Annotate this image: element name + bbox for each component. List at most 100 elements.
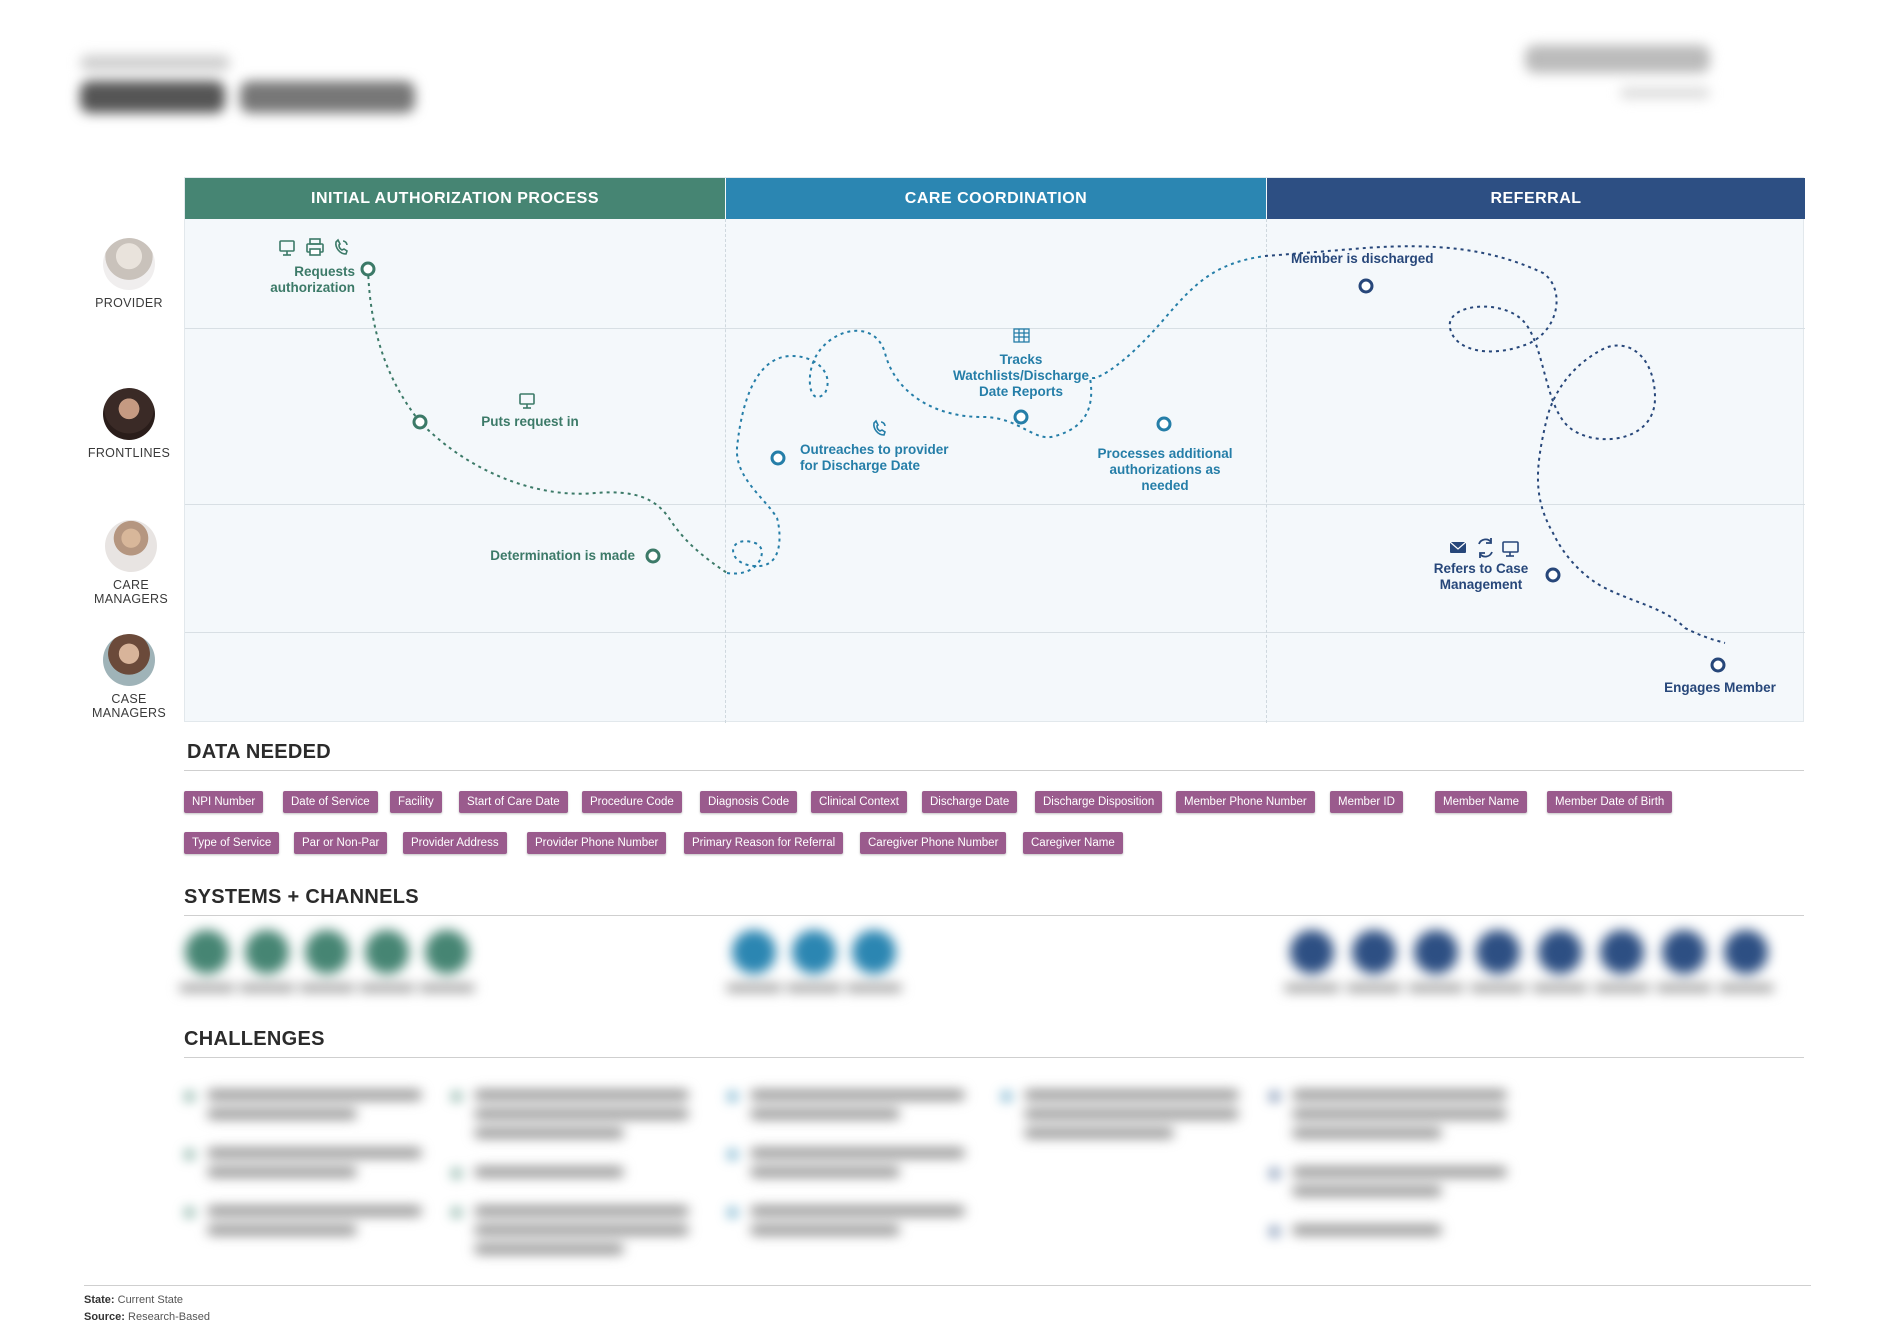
challenge-text-line [474, 1128, 624, 1138]
system-icon [185, 930, 229, 974]
persona-provider: PROVIDER [74, 238, 184, 310]
spreadsheet-icon [1013, 328, 1030, 343]
data-tag: Type of Service [184, 832, 280, 854]
data-needed-title: DATA NEEDED [187, 741, 332, 763]
system-label [419, 984, 475, 992]
persona-label: MANAGERS [92, 706, 166, 720]
case-managers-avatar [103, 634, 155, 686]
system-label [1284, 984, 1340, 992]
system-icon [305, 930, 349, 974]
challenge-text-line [207, 1206, 422, 1216]
data-tag: NPI Number [184, 791, 264, 813]
section-divider [184, 1057, 1804, 1058]
footer-divider [84, 1285, 1811, 1286]
challenge-bullet [1270, 1169, 1279, 1178]
challenge-text-line [1292, 1109, 1507, 1119]
lane-divider [185, 328, 1805, 329]
phase-header-initial-authorization: INITIAL AUTHORIZATION PROCESS [185, 178, 725, 219]
monitor-icon [279, 240, 295, 256]
frontlines-avatar [103, 388, 155, 440]
persona-label: PROVIDER [95, 296, 163, 310]
journey-path-teal [726, 255, 1266, 575]
challenge-text-line [1292, 1128, 1442, 1138]
phase-divider [1266, 219, 1267, 723]
challenge-bullet [452, 1092, 461, 1101]
data-tag: Member Phone Number [1176, 791, 1315, 813]
lane-divider [185, 504, 1805, 505]
phone-icon [335, 238, 348, 255]
step-label-member-discharged: Member is discharged [1291, 251, 1434, 266]
system-label [299, 984, 355, 992]
challenge-bullet [1002, 1092, 1011, 1101]
challenge-text-line [1024, 1090, 1239, 1100]
system-icon [1724, 930, 1768, 974]
phase-header-care-coordination: CARE COORDINATION [726, 178, 1266, 219]
data-tag: Date of Service [283, 791, 378, 813]
challenge-text-line [750, 1148, 965, 1158]
persona-label: CARE [113, 578, 149, 592]
system-icon [245, 930, 289, 974]
sync-icon [1478, 538, 1493, 558]
data-tag: Caregiver Phone Number [860, 832, 1007, 854]
step-label-engages-member: Engages Member [1664, 680, 1776, 695]
persona-label: MANAGERS [94, 592, 168, 606]
system-icon [1538, 930, 1582, 974]
system-label [1470, 984, 1526, 992]
envelope-icon [1449, 541, 1467, 553]
step-node-member-discharged [1358, 278, 1374, 294]
data-tag: Diagnosis Code [700, 791, 798, 813]
journey-path [279, 238, 1726, 673]
system-icon [732, 930, 776, 974]
section-divider [184, 770, 1804, 771]
challenge-text-line [750, 1109, 900, 1119]
challenge-bullet [1270, 1227, 1279, 1236]
challenge-text-line [1292, 1225, 1442, 1235]
challenge-text-line [750, 1206, 965, 1216]
lane-divider [185, 632, 1805, 633]
challenge-text-line [474, 1167, 624, 1177]
data-tag: Caregiver Name [1023, 832, 1123, 854]
challenge-text-line [474, 1225, 689, 1235]
persona-case-managers: CASE MANAGERS [74, 634, 184, 720]
provider-avatar [103, 238, 155, 290]
step-node-requests-authorization [360, 261, 376, 277]
step-node-engages-member [1710, 657, 1726, 673]
challenge-text-line [750, 1225, 900, 1235]
system-icon [852, 930, 896, 974]
challenge-text-line [207, 1148, 422, 1158]
phase-header-referral: REFERRAL [1267, 178, 1805, 219]
data-tag: Provider Address [403, 832, 507, 854]
data-tag: Member ID [1330, 791, 1403, 813]
persona-care-managers: CARE MANAGERS [76, 520, 186, 606]
data-tag: Facility [390, 791, 442, 813]
system-icon [1290, 930, 1334, 974]
challenge-text-line [474, 1244, 624, 1254]
challenge-text-line [1292, 1090, 1507, 1100]
step-node-tracks [1013, 409, 1029, 425]
system-label [1594, 984, 1650, 992]
step-node-puts-request-in [412, 414, 428, 430]
blurred-logo [1525, 45, 1725, 115]
printer-icon [306, 238, 324, 256]
system-icon [1414, 930, 1458, 974]
system-label [179, 984, 235, 992]
care-managers-avatar [105, 520, 157, 572]
challenge-text-line [474, 1090, 689, 1100]
data-tag: Clinical Context [811, 791, 907, 813]
monitor-icon [519, 393, 535, 409]
monitor-icon [1502, 541, 1519, 557]
challenge-bullet [185, 1092, 194, 1101]
system-icon [1662, 930, 1706, 974]
challenge-text-line [750, 1167, 900, 1177]
data-tag: Provider Phone Number [527, 832, 667, 854]
challenge-bullet [185, 1208, 194, 1217]
challenge-text-line [750, 1090, 965, 1100]
step-label-determination: Determination is made [490, 548, 635, 563]
system-icon [1476, 930, 1520, 974]
data-tag: Member Name [1435, 791, 1528, 813]
challenge-text-line [207, 1225, 357, 1235]
